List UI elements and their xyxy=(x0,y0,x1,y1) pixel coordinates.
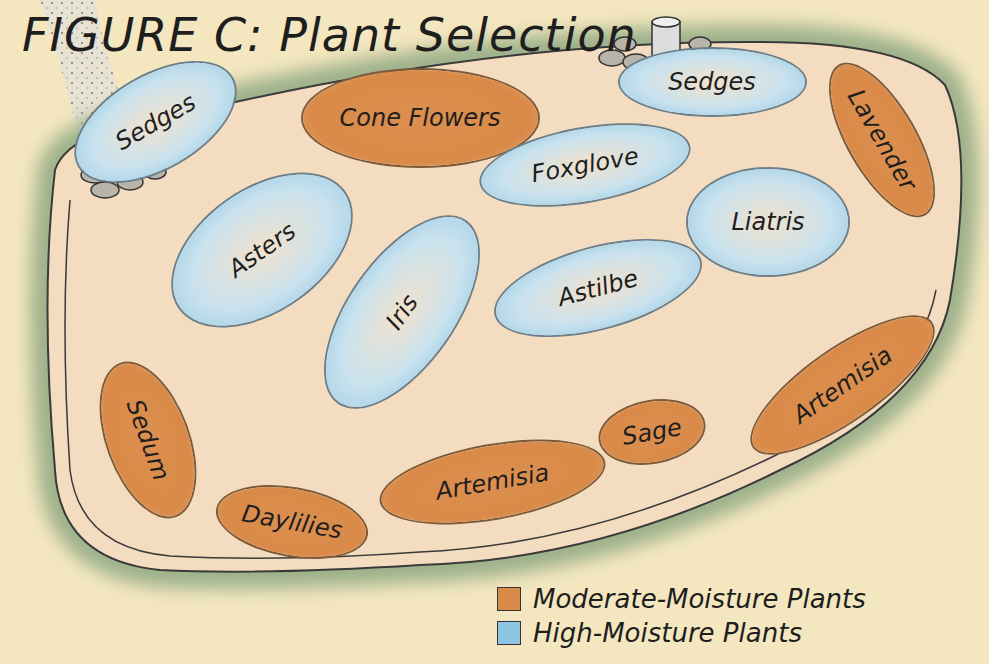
legend-row: High-Moisture Plants xyxy=(497,618,802,648)
plant-zone: Cone Flowers xyxy=(303,70,538,166)
plant-name: Sage xyxy=(620,413,684,451)
legend-text: High-Moisture Plants xyxy=(533,618,802,648)
plant-name: Liatris xyxy=(731,208,804,236)
plant-zone: Liatris xyxy=(688,169,848,275)
legend-swatch xyxy=(497,587,521,611)
plant-name: Astilbe xyxy=(555,264,641,312)
figure-title: FIGURE C: Plant Selection xyxy=(22,8,637,62)
plant-zone: Artemisia xyxy=(375,427,609,537)
plant-zone: Sedum xyxy=(83,351,213,529)
plant-zone: Sedges xyxy=(620,49,805,115)
plant-name: Sedges xyxy=(668,68,756,96)
plant-name: Sedges xyxy=(110,88,200,156)
plant-zone: Sedges xyxy=(56,38,254,205)
plant-name: Artemisia xyxy=(433,458,551,505)
plant-name: Cone Flowers xyxy=(340,104,501,132)
legend-row: Moderate-Moisture Plants xyxy=(497,584,866,614)
legend-text: Moderate-Moisture Plants xyxy=(533,584,866,614)
legend-swatch xyxy=(497,621,521,645)
plant-name: Artemisia xyxy=(787,341,897,430)
plant-zone: Artemisia xyxy=(734,295,950,476)
plant-name: Sedum xyxy=(121,396,176,484)
plant-zone: Daylilies xyxy=(212,476,371,567)
plant-name: Iris xyxy=(380,289,424,335)
plant-name: Foxglove xyxy=(529,142,640,188)
plant-zone: Sage xyxy=(596,393,709,470)
plant-name: Asters xyxy=(223,217,301,283)
plant-zone: Astilbe xyxy=(486,222,710,354)
plant-name: Daylilies xyxy=(240,499,345,544)
plant-name: Lavender xyxy=(842,84,922,195)
